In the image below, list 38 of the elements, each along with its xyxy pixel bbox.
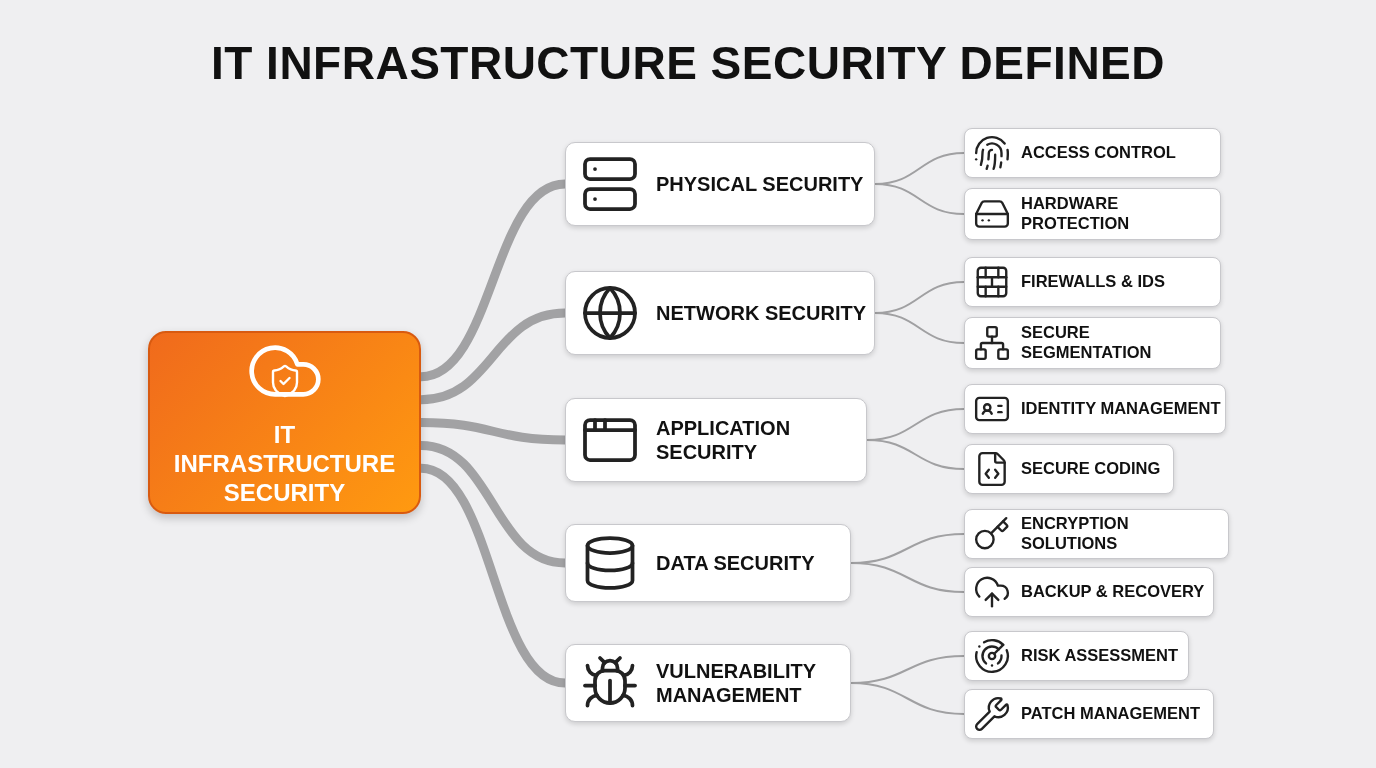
category-box <box>565 142 875 226</box>
node-label: SECURE CODING <box>1021 459 1161 479</box>
node-label: HARDWARE PROTECTION <box>1021 194 1131 234</box>
subtopic-box <box>964 128 1221 178</box>
node-label: DATA SECURITY <box>656 551 815 575</box>
node-label: ENCRYPTION SOLUTIONS <box>1021 514 1130 554</box>
node-label: IT INFRASTRUCTURE SECURITY <box>172 421 397 508</box>
subtopic-box <box>964 631 1189 681</box>
subtopic-box <box>964 317 1221 369</box>
node-label: RISK ASSESSMENT <box>1021 646 1179 666</box>
subtopic-box <box>964 444 1174 494</box>
node-label: IDENTITY MANAGEMENT <box>1021 399 1221 419</box>
title: IT INFRASTRUCTURE SECURITY DEFINED <box>209 36 1167 90</box>
node-label: FIREWALLS & IDS <box>1021 272 1165 292</box>
subtopic-box <box>964 689 1214 739</box>
node-label: VULNERABILITY MANAGEMENT <box>656 659 817 707</box>
connector-line <box>866 439 965 470</box>
node-label: ACCESS CONTROL <box>1021 143 1176 163</box>
subtopic-box <box>964 509 1229 559</box>
node-label: BACKUP & RECOVERY <box>1021 582 1205 602</box>
subtopic-box <box>964 257 1221 307</box>
node-label: NETWORK SECURITY <box>656 301 866 325</box>
subtopic-box <box>964 188 1221 240</box>
connector-line <box>874 312 965 344</box>
category-box <box>565 271 875 355</box>
subtopic-box <box>964 567 1214 617</box>
category-box <box>565 524 851 602</box>
category-box <box>565 398 867 482</box>
connector-line <box>874 183 965 215</box>
category-box <box>565 644 851 722</box>
connector-line <box>850 562 965 593</box>
subtopic-box <box>964 384 1226 434</box>
node-label: PATCH MANAGEMENT <box>1021 704 1201 724</box>
node-label: APPLICATION SECURITY <box>656 416 792 464</box>
node-label: SECURE SEGMENTATION <box>1021 323 1153 363</box>
central-topic-box <box>148 331 421 514</box>
node-label: PHYSICAL SECURITY <box>656 172 864 196</box>
connector-line <box>850 682 965 715</box>
